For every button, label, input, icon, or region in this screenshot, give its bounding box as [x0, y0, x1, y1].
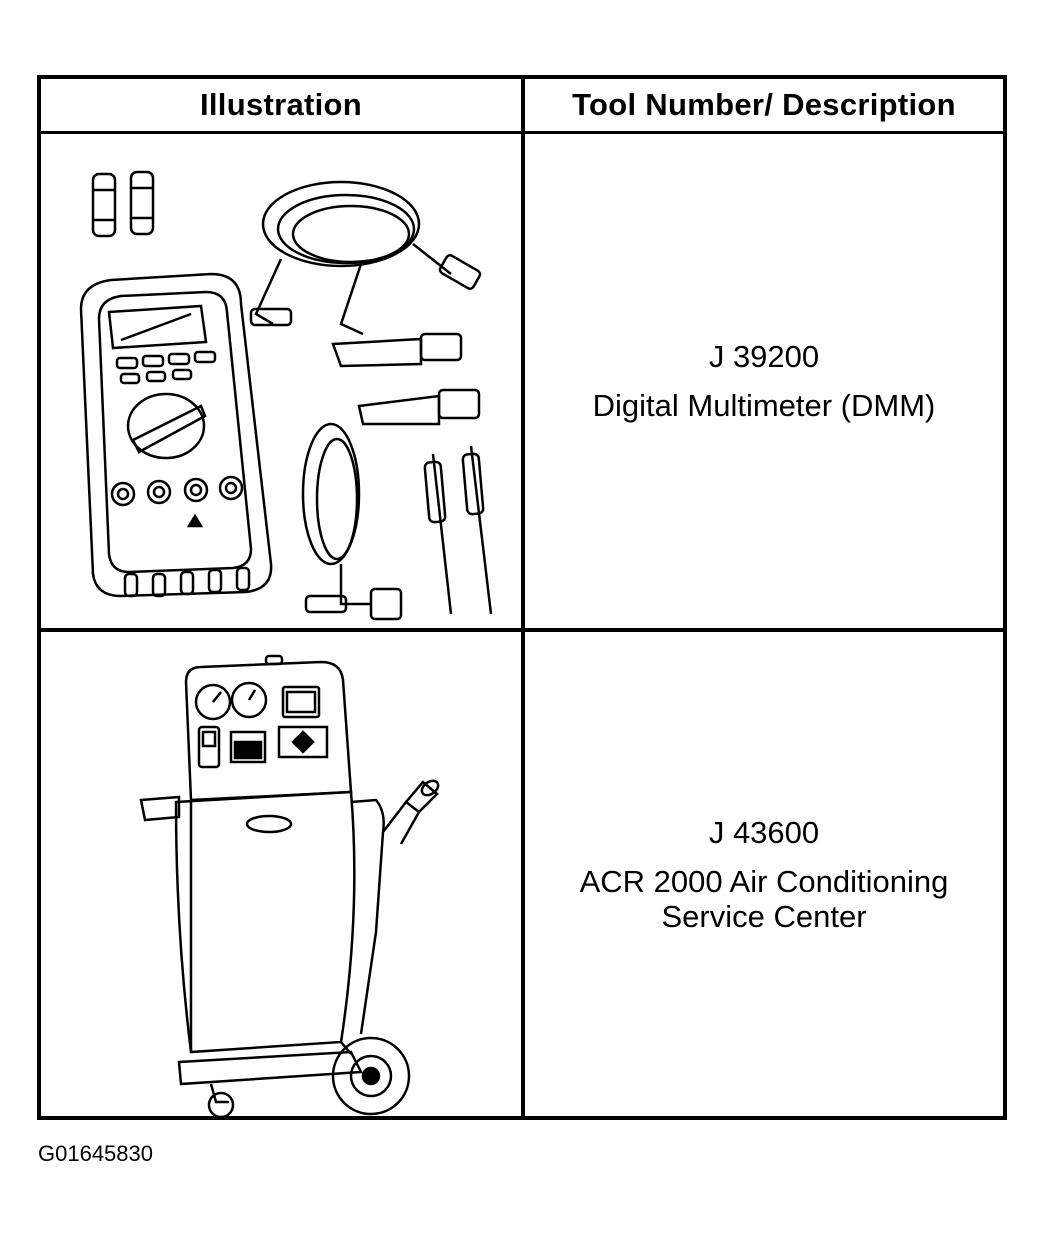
header-illustration: Illustration	[199, 87, 363, 122]
tool-table: Illustration Tool Number/ Description	[37, 75, 1007, 1120]
digital-multimeter-icon	[79, 170, 493, 621]
row-1-description: J 39200 Digital Multimeter (DMM)	[525, 134, 1003, 628]
tool-number: J 39200	[708, 339, 820, 374]
row-1-illustration	[41, 134, 521, 628]
tool-description-line: ACR 2000 Air Conditioning	[579, 863, 949, 899]
figure-id: G01645830	[38, 1141, 153, 1166]
tool-description-line: Digital Multimeter (DMM)	[592, 388, 936, 423]
header-tool-description: Tool Number/ Description	[572, 87, 956, 122]
row-2-description: J 43600 ACR 2000 Air Conditioning Servic…	[525, 632, 1003, 1116]
tool-number: J 43600	[708, 814, 820, 850]
tool-description-line: Service Center	[661, 898, 867, 934]
column-divider	[521, 79, 525, 1116]
ac-service-center-icon	[139, 654, 440, 1119]
row-2-illustration	[41, 632, 521, 1119]
